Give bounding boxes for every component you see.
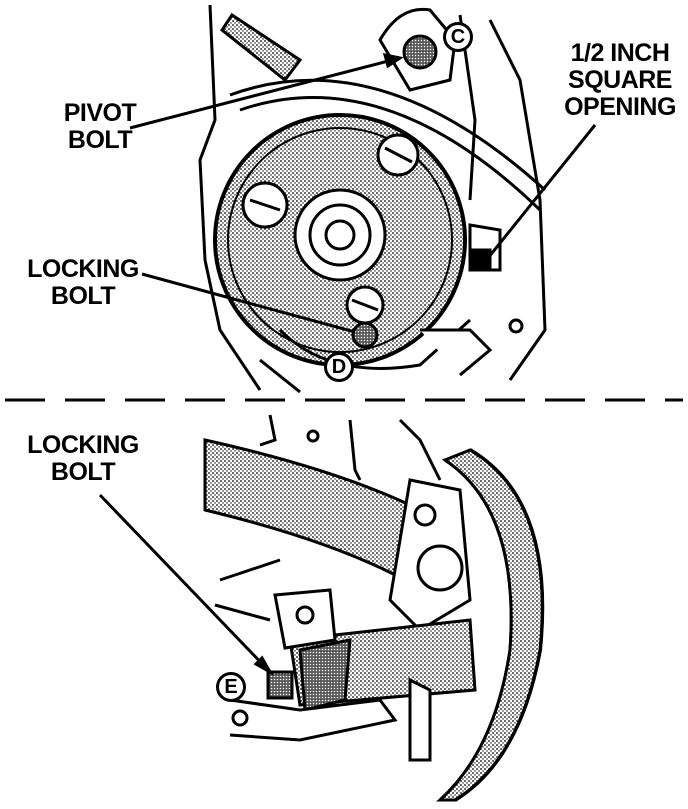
callout-c: C xyxy=(443,22,473,52)
label-locking-bolt-top: LOCKING BOLT xyxy=(27,255,139,310)
callout-e: E xyxy=(216,672,246,702)
callout-d: D xyxy=(324,352,354,382)
top-view xyxy=(129,4,597,394)
label-locking-bolt-bottom: LOCKING BOLT xyxy=(27,431,139,486)
label-square-opening: 1/2 INCH SQUARE OPENING xyxy=(564,39,676,121)
label-pivot-bolt: PIVOT BOLT xyxy=(63,99,137,154)
bottom-view xyxy=(98,414,545,802)
